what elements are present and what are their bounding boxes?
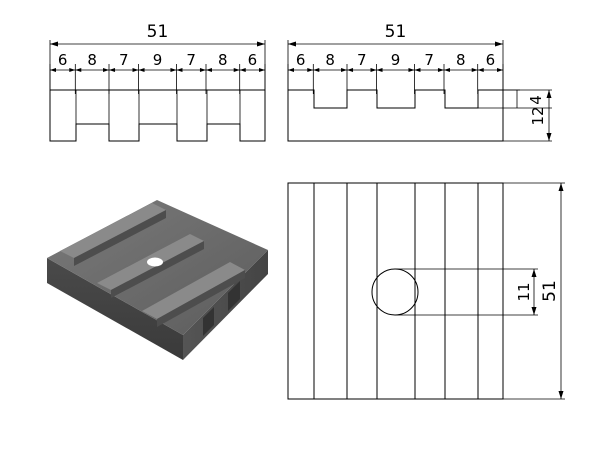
dim-segment: 9 bbox=[153, 51, 163, 69]
arrow-head bbox=[103, 68, 110, 72]
iso-front-face bbox=[47, 258, 183, 360]
side-view: 51 6 8 7 9 7 8 6 4 12 bbox=[287, 22, 552, 142]
part-outline bbox=[287, 182, 504, 400]
iso-center-hole bbox=[147, 257, 163, 267]
iso-ridge-side bbox=[74, 210, 166, 266]
dim-segment: 7 bbox=[424, 51, 434, 69]
arrow-head bbox=[443, 68, 450, 72]
arrow-head bbox=[531, 269, 537, 277]
arrow-head bbox=[199, 68, 206, 72]
dim-segment: 7 bbox=[357, 51, 367, 69]
iso-ridge-side bbox=[111, 241, 204, 298]
arrow-head bbox=[50, 41, 58, 47]
center-hole bbox=[371, 268, 419, 316]
part-bottom-profile bbox=[49, 90, 266, 142]
arrow-head bbox=[408, 68, 415, 72]
arrow-head bbox=[233, 68, 240, 72]
arrow-head bbox=[313, 68, 320, 72]
arrow-head bbox=[307, 68, 314, 72]
arrow-head bbox=[546, 90, 552, 98]
arrow-head bbox=[376, 68, 383, 72]
arrow-head bbox=[477, 68, 484, 72]
arrow-head bbox=[257, 41, 265, 47]
dim-overall-length: 51 bbox=[540, 280, 560, 302]
dim-segment: 7 bbox=[119, 51, 129, 69]
arrow-head bbox=[170, 68, 177, 72]
arrow-head bbox=[558, 183, 564, 191]
iso-ridge bbox=[142, 262, 245, 319]
dim-segment: 8 bbox=[325, 51, 335, 69]
arrow-head bbox=[109, 68, 116, 72]
arrow-head bbox=[370, 68, 377, 72]
arrow-head bbox=[69, 68, 76, 72]
isometric-view bbox=[47, 200, 268, 360]
arrow-head bbox=[341, 68, 348, 72]
part-profile bbox=[287, 89, 504, 142]
arrow-head bbox=[205, 68, 212, 72]
iso-slot bbox=[203, 307, 214, 336]
arrow-head bbox=[414, 68, 421, 72]
arrow-head bbox=[50, 68, 56, 72]
arrow-head bbox=[347, 68, 354, 72]
dim-hole-diameter: 11 bbox=[515, 282, 533, 301]
dim-overall-width: 51 bbox=[385, 22, 407, 42]
dim-segment: 6 bbox=[486, 51, 496, 69]
dim-segment: 8 bbox=[456, 51, 466, 69]
arrow-head bbox=[497, 68, 503, 72]
dim-segment: 6 bbox=[248, 51, 258, 69]
arrow-head bbox=[75, 68, 82, 72]
arrow-head bbox=[546, 133, 552, 141]
iso-ridge-side bbox=[157, 270, 245, 327]
arrow-head bbox=[239, 68, 246, 72]
arrow-head bbox=[288, 41, 296, 47]
arrow-head bbox=[437, 68, 444, 72]
dim-height: 12 bbox=[529, 106, 547, 125]
dim-segment: 8 bbox=[218, 51, 228, 69]
dim-segment: 6 bbox=[58, 51, 68, 69]
dim-segment: 7 bbox=[186, 51, 196, 69]
arrow-head bbox=[495, 41, 503, 47]
front-view: 51 6 8 7 9 7 8 6 bbox=[49, 22, 266, 142]
arrow-head bbox=[259, 68, 265, 72]
dim-segment: 9 bbox=[391, 51, 401, 69]
arrow-head bbox=[471, 68, 478, 72]
arrow-head bbox=[138, 68, 145, 72]
dim-segment: 8 bbox=[87, 51, 97, 69]
arrow-head bbox=[558, 391, 564, 399]
arrow-head bbox=[176, 68, 183, 72]
arrow-head bbox=[288, 68, 294, 72]
iso-ridge bbox=[60, 203, 166, 258]
arrow-head bbox=[531, 307, 537, 315]
dim-segment: 6 bbox=[296, 51, 306, 69]
dim-groove-depth: 4 bbox=[527, 95, 545, 105]
top-view: 11 51 bbox=[287, 182, 565, 400]
arrow-head bbox=[132, 68, 139, 72]
iso-slot bbox=[228, 281, 240, 311]
dim-overall-width: 51 bbox=[147, 22, 169, 42]
